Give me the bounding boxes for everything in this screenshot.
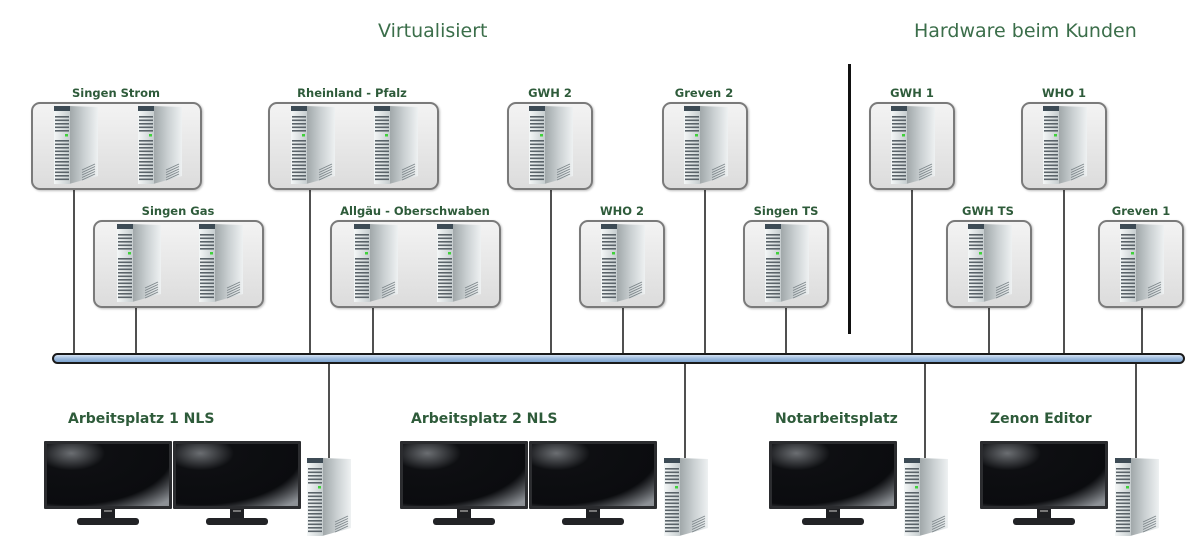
connector-line (988, 306, 990, 354)
workstation-label: Arbeitsplatz 1 NLS (68, 411, 215, 427)
connector-line (1063, 188, 1065, 354)
server-group-label: WHO 2 (599, 204, 645, 218)
connector-line (73, 188, 75, 354)
server-group-label: Singen Gas (141, 204, 215, 218)
workstation-label: Zenon Editor (990, 411, 1092, 427)
server-icon (1039, 104, 1091, 186)
pc-tower-icon (900, 456, 952, 538)
connector-line (550, 188, 552, 354)
server-icon (964, 222, 1016, 304)
connector-line (622, 306, 624, 354)
connector-line (372, 306, 374, 354)
server-group-label: GWH TS (962, 204, 1014, 218)
server-icon (761, 222, 813, 304)
monitor-icon (399, 440, 529, 528)
server-icon (597, 222, 649, 304)
server-icon (113, 222, 165, 304)
section-divider (848, 64, 851, 334)
section-title-customer-hardware: Hardware beim Kunden (914, 20, 1137, 42)
monitor-icon (172, 440, 302, 528)
server-icon (680, 104, 732, 186)
server-icon (350, 222, 402, 304)
pc-tower-icon (303, 456, 355, 538)
server-icon (525, 104, 577, 186)
server-icon (887, 104, 939, 186)
connector-line (911, 188, 913, 354)
workstation-label: Arbeitsplatz 2 NLS (411, 411, 558, 427)
server-icon (50, 104, 102, 186)
connector-line (328, 362, 330, 458)
connector-line (1135, 362, 1137, 458)
connector-line (135, 306, 137, 354)
connector-line (684, 362, 686, 458)
monitor-icon (528, 440, 658, 528)
server-icon (1116, 222, 1168, 304)
connector-line (785, 306, 787, 354)
section-title-virtualized: Virtualisiert (378, 20, 488, 42)
connector-line (924, 362, 926, 458)
server-group-label: GWH 2 (528, 86, 572, 100)
pc-tower-icon (660, 456, 712, 538)
connector-line (309, 188, 311, 354)
server-icon (195, 222, 247, 304)
server-group-label: Greven 1 (1111, 204, 1171, 218)
workstation-label: Notarbeitsplatz (775, 411, 898, 427)
network-bus (52, 353, 1185, 364)
monitor-icon (979, 440, 1109, 528)
monitor-icon (768, 440, 898, 528)
connector-line (704, 188, 706, 354)
server-icon (287, 104, 339, 186)
server-group-label: Greven 2 (674, 86, 734, 100)
server-icon (433, 222, 485, 304)
server-group-label: Allgäu - Oberschwaben (340, 204, 490, 218)
server-icon (134, 104, 186, 186)
server-group-label: Singen TS (753, 204, 819, 218)
server-group-label: Singen Strom (72, 86, 160, 100)
monitor-icon (43, 440, 173, 528)
server-group-label: GWH 1 (890, 86, 934, 100)
connector-line (1141, 306, 1143, 354)
server-group-label: WHO 1 (1041, 86, 1087, 100)
server-group-label: Rheinland - Pfalz (297, 86, 407, 100)
pc-tower-icon (1111, 456, 1163, 538)
server-icon (370, 104, 422, 186)
